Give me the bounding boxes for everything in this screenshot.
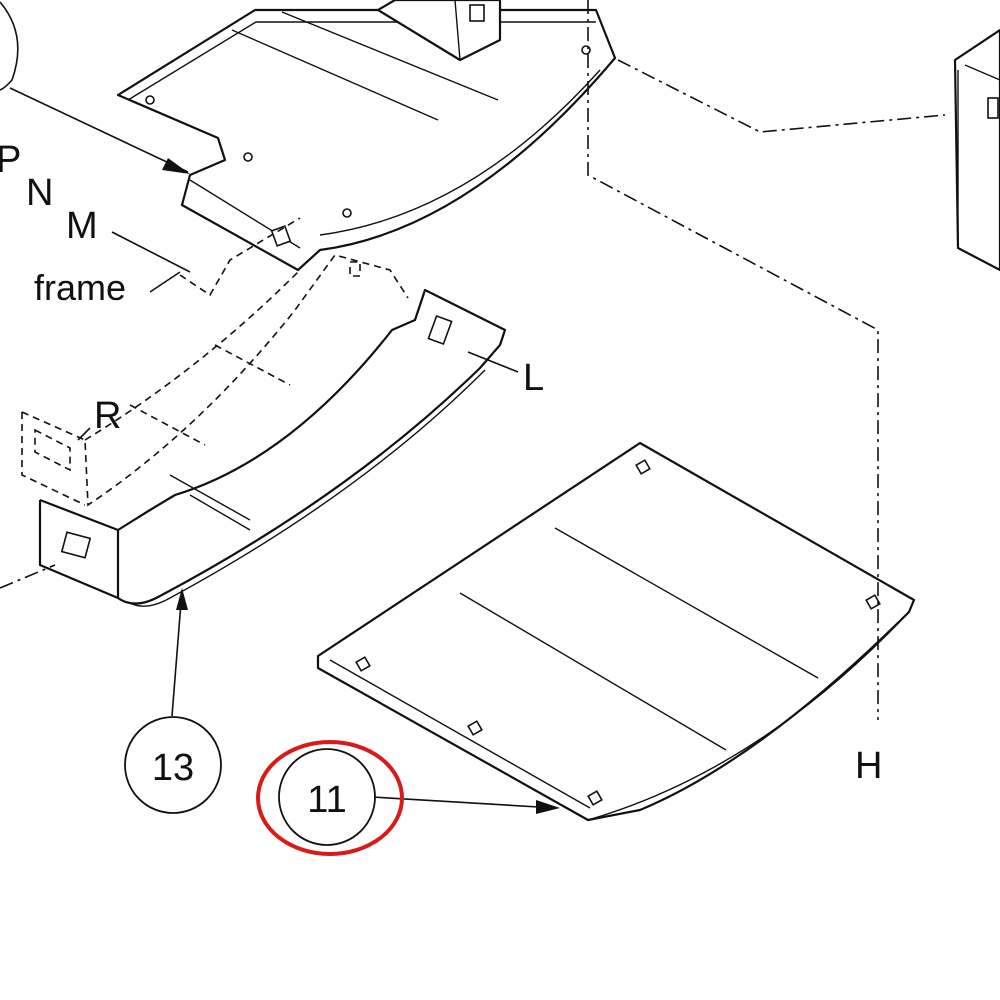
- arrow-to-upper-panel: [9, 87, 190, 174]
- callout-13: 13: [124, 588, 222, 814]
- label-m: M: [66, 205, 98, 247]
- frame-connector: [179, 217, 301, 297]
- phantom-lines: [0, 0, 946, 720]
- label-r: R: [94, 395, 121, 437]
- label-n: N: [26, 172, 53, 214]
- leader-l: [467, 351, 519, 373]
- part-13-channel: [38, 288, 507, 607]
- callout-13-label: 13: [152, 747, 194, 789]
- upper-panel: [116, 0, 617, 272]
- part-11-panel: [316, 441, 916, 822]
- label-h: H: [855, 745, 882, 787]
- leader-r: [77, 427, 91, 441]
- callout-11-label: 11: [307, 779, 346, 821]
- label-l: L: [523, 357, 544, 399]
- label-frame: frame: [34, 267, 126, 308]
- callout-11-highlight-ring: [256, 740, 404, 856]
- circle-fragment: [0, 1, 19, 91]
- label-p: P: [0, 139, 21, 181]
- leader-m: [111, 231, 191, 273]
- callout-11: 11: [256, 740, 560, 856]
- right-box: [953, 28, 1000, 272]
- leader-frame: [149, 271, 181, 293]
- hidden-panel: [21, 254, 409, 507]
